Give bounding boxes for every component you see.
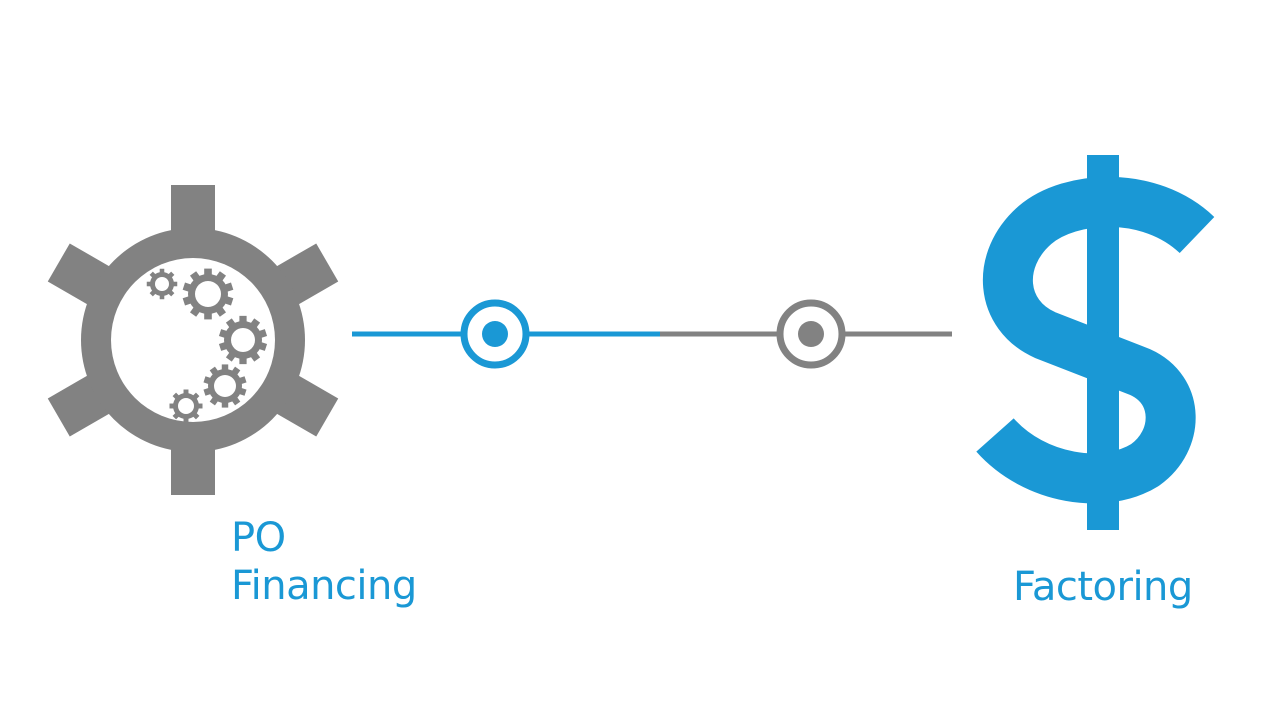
node-blue xyxy=(460,299,530,369)
small-gear-icon xyxy=(169,389,203,423)
factoring-label: Factoring xyxy=(1013,563,1193,611)
po-label-line1: PO xyxy=(231,515,286,561)
gear-svg xyxy=(47,185,339,495)
dollar-svg xyxy=(976,155,1215,530)
small-gear-icon xyxy=(203,364,247,408)
small-gear-icon xyxy=(182,268,234,320)
po-label-line2: Financing xyxy=(231,563,417,609)
progress-connector xyxy=(340,285,970,385)
gear-icon xyxy=(45,180,345,500)
connector-svg xyxy=(352,299,952,369)
po-financing-label: PO Financing xyxy=(231,514,417,610)
dollar-icon xyxy=(975,150,1235,540)
small-gear-icon xyxy=(146,268,178,300)
factoring-label-text: Factoring xyxy=(1013,564,1193,610)
node-gray xyxy=(776,299,846,369)
small-gear-icon xyxy=(218,315,268,365)
